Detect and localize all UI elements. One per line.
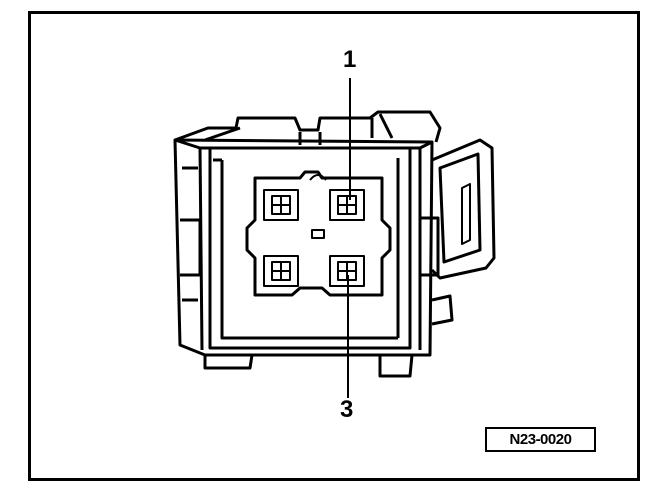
callout-pin-1: 1 — [343, 46, 357, 73]
connector-top-rim — [174, 110, 442, 145]
pin-contact-2 — [263, 189, 299, 221]
pin-contact-4 — [263, 255, 299, 287]
locking-clip — [430, 138, 496, 280]
connector-housing — [173, 138, 440, 357]
connector-cavity — [208, 146, 412, 350]
figure-id-label: N23-0020 — [485, 427, 596, 452]
connector-feet — [203, 294, 454, 378]
figure-frame — [28, 11, 640, 481]
callout-pin-3: 3 — [340, 396, 354, 423]
contact-carrier — [245, 170, 392, 297]
pin-contact-1 — [329, 189, 365, 221]
